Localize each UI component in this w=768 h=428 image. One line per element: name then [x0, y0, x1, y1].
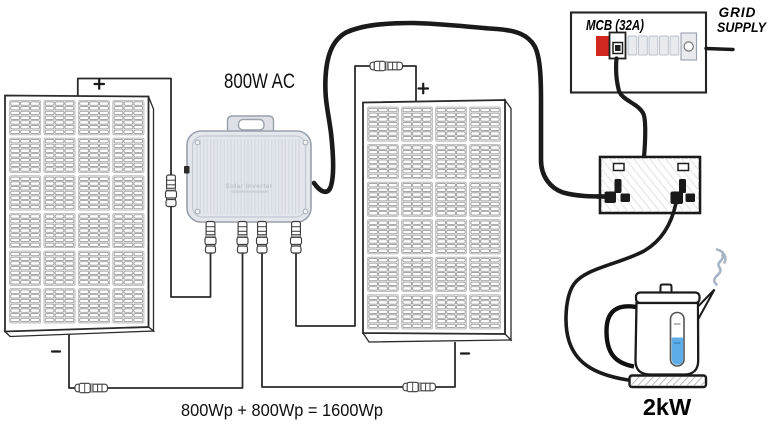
svg-text:MCB (32A): MCB (32A)	[586, 17, 644, 34]
svg-text:800Wp + 800Wp = 1600Wp: 800Wp + 800Wp = 1600Wp	[181, 400, 383, 420]
svg-text:GRID: GRID	[719, 5, 757, 20]
svg-text:800W AC: 800W AC	[224, 70, 295, 93]
svg-text:Solar Inverter: Solar Inverter	[225, 183, 273, 190]
svg-text:2kW: 2kW	[643, 394, 692, 420]
svg-text:SUPPLY: SUPPLY	[717, 20, 768, 35]
